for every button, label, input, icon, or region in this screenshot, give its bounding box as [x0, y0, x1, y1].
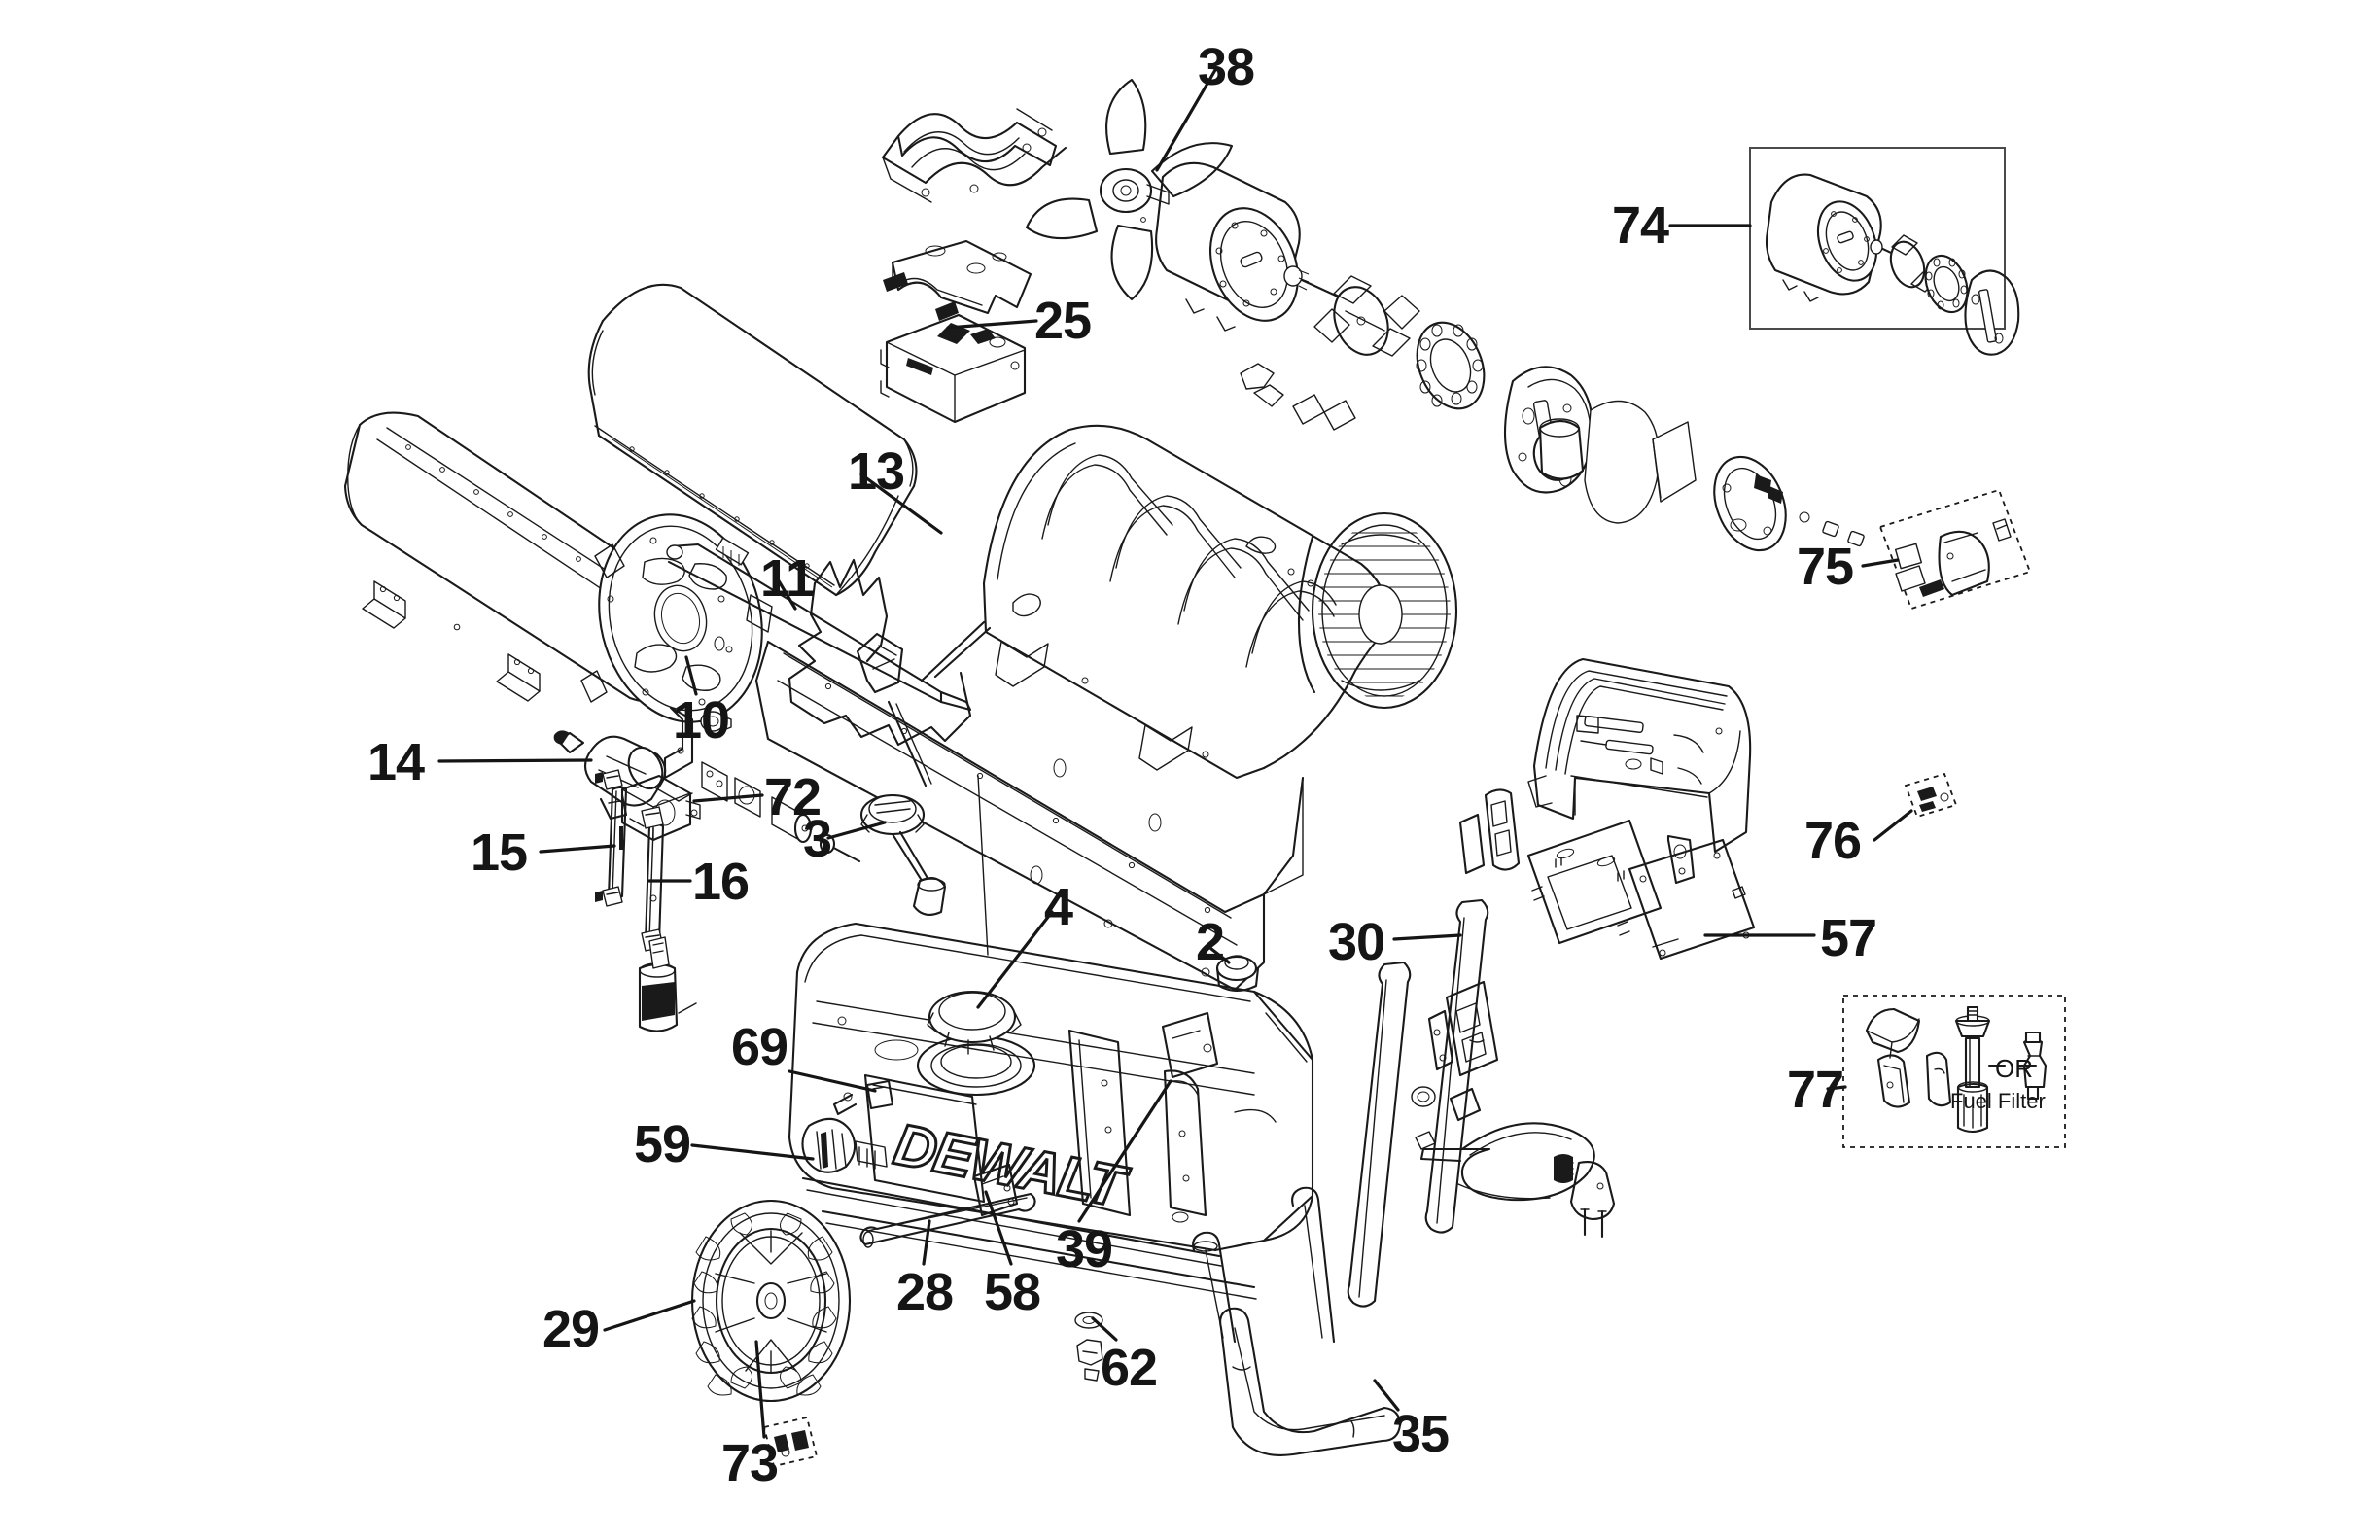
axle-rod — [859, 1192, 1036, 1248]
callout-58[interactable]: 58 — [984, 1263, 1041, 1321]
axle-clamp — [972, 1163, 1019, 1217]
burner-assembly — [788, 558, 992, 788]
callout-leader-lines — [438, 68, 1913, 1439]
side-mount-plate — [1458, 788, 1521, 875]
callout-62[interactable]: 62 — [1101, 1339, 1158, 1397]
kit-motor — [1765, 173, 2020, 356]
callout-35[interactable]: 35 — [1392, 1405, 1450, 1463]
wing-bolt — [1074, 1312, 1103, 1382]
callout-10[interactable]: 10 — [673, 691, 730, 750]
callout-72[interactable]: 72 — [764, 768, 822, 826]
fan-blade-set — [1025, 78, 1234, 301]
fuel-filter-kit-box — [1842, 995, 2066, 1148]
tank-cap — [927, 990, 1022, 1055]
callout-13[interactable]: 13 — [848, 442, 905, 501]
callout-59[interactable]: 59 — [634, 1115, 691, 1173]
or-label: OR — [1995, 1054, 2033, 1083]
callout-69[interactable]: 69 — [731, 1018, 788, 1076]
callout-15[interactable]: 15 — [471, 823, 528, 882]
frame-bracket-upper — [1411, 980, 1499, 1150]
callout-14[interactable]: 14 — [368, 733, 425, 791]
fuel-pump — [553, 730, 667, 821]
fuel-tank — [788, 922, 1314, 1300]
switch-kit-box — [1878, 488, 2032, 611]
callout-74[interactable]: 74 — [1612, 196, 1669, 255]
callout-16[interactable]: 16 — [692, 853, 750, 911]
motor-service-kit-box — [1749, 147, 2020, 356]
fuel-line-long — [641, 806, 665, 952]
callout-57[interactable]: 57 — [1820, 909, 1877, 967]
control-panel-plates — [1526, 819, 1756, 961]
fuel-line-short — [595, 769, 628, 907]
callout-11[interactable]: 11 — [760, 549, 815, 608]
fuse-kit-box — [1904, 772, 1958, 819]
hardware-kit-box — [762, 1416, 819, 1468]
power-cord — [1419, 1122, 1616, 1239]
fan-motor-exploded — [1025, 78, 1865, 552]
callout-75[interactable]: 75 — [1797, 538, 1854, 596]
end-plate-assembly — [580, 513, 773, 802]
callout-38[interactable]: 38 — [1198, 38, 1255, 96]
fuel-system-parts — [553, 730, 701, 1032]
callout-77[interactable]: 77 — [1787, 1061, 1844, 1119]
cord-wrap-clip — [832, 1079, 894, 1116]
fuel-cap-gauge — [859, 793, 947, 916]
bearing-ring — [1416, 321, 1486, 410]
rear-end-bell — [1713, 455, 1787, 552]
callout-76[interactable]: 76 — [1804, 812, 1862, 870]
callout-30[interactable]: 30 — [1328, 913, 1385, 971]
cylindrical-cap — [1538, 418, 1585, 480]
chamber-cover — [587, 283, 918, 597]
callout-73[interactable]: 73 — [721, 1434, 779, 1492]
callout-2[interactable]: 2 — [1196, 913, 1225, 971]
top-shroud-ribbed — [982, 424, 1394, 780]
rubber-bumper — [801, 1117, 857, 1173]
fuel-filter-label: Fuel Filter — [1950, 1089, 2046, 1113]
callout-39[interactable]: 39 — [1056, 1220, 1113, 1278]
frame-tubes — [1192, 898, 1489, 1456]
main-housing-panel — [754, 640, 1305, 992]
tank-filler-neck — [916, 1034, 1036, 1097]
callout-4[interactable]: 4 — [1044, 878, 1073, 936]
fuel-pickup-filter — [638, 936, 697, 1032]
photocell-sensor-rod — [666, 537, 972, 712]
callout-29[interactable]: 29 — [542, 1300, 600, 1358]
ignition-control-assembly — [880, 108, 1068, 424]
callout-28[interactable]: 28 — [896, 1263, 954, 1321]
cross-bracket — [1313, 275, 1420, 357]
handle-housing — [1527, 657, 1752, 885]
wheel — [690, 1199, 852, 1403]
callout-3[interactable]: 3 — [803, 810, 832, 868]
callout-25[interactable]: 25 — [1034, 292, 1092, 350]
